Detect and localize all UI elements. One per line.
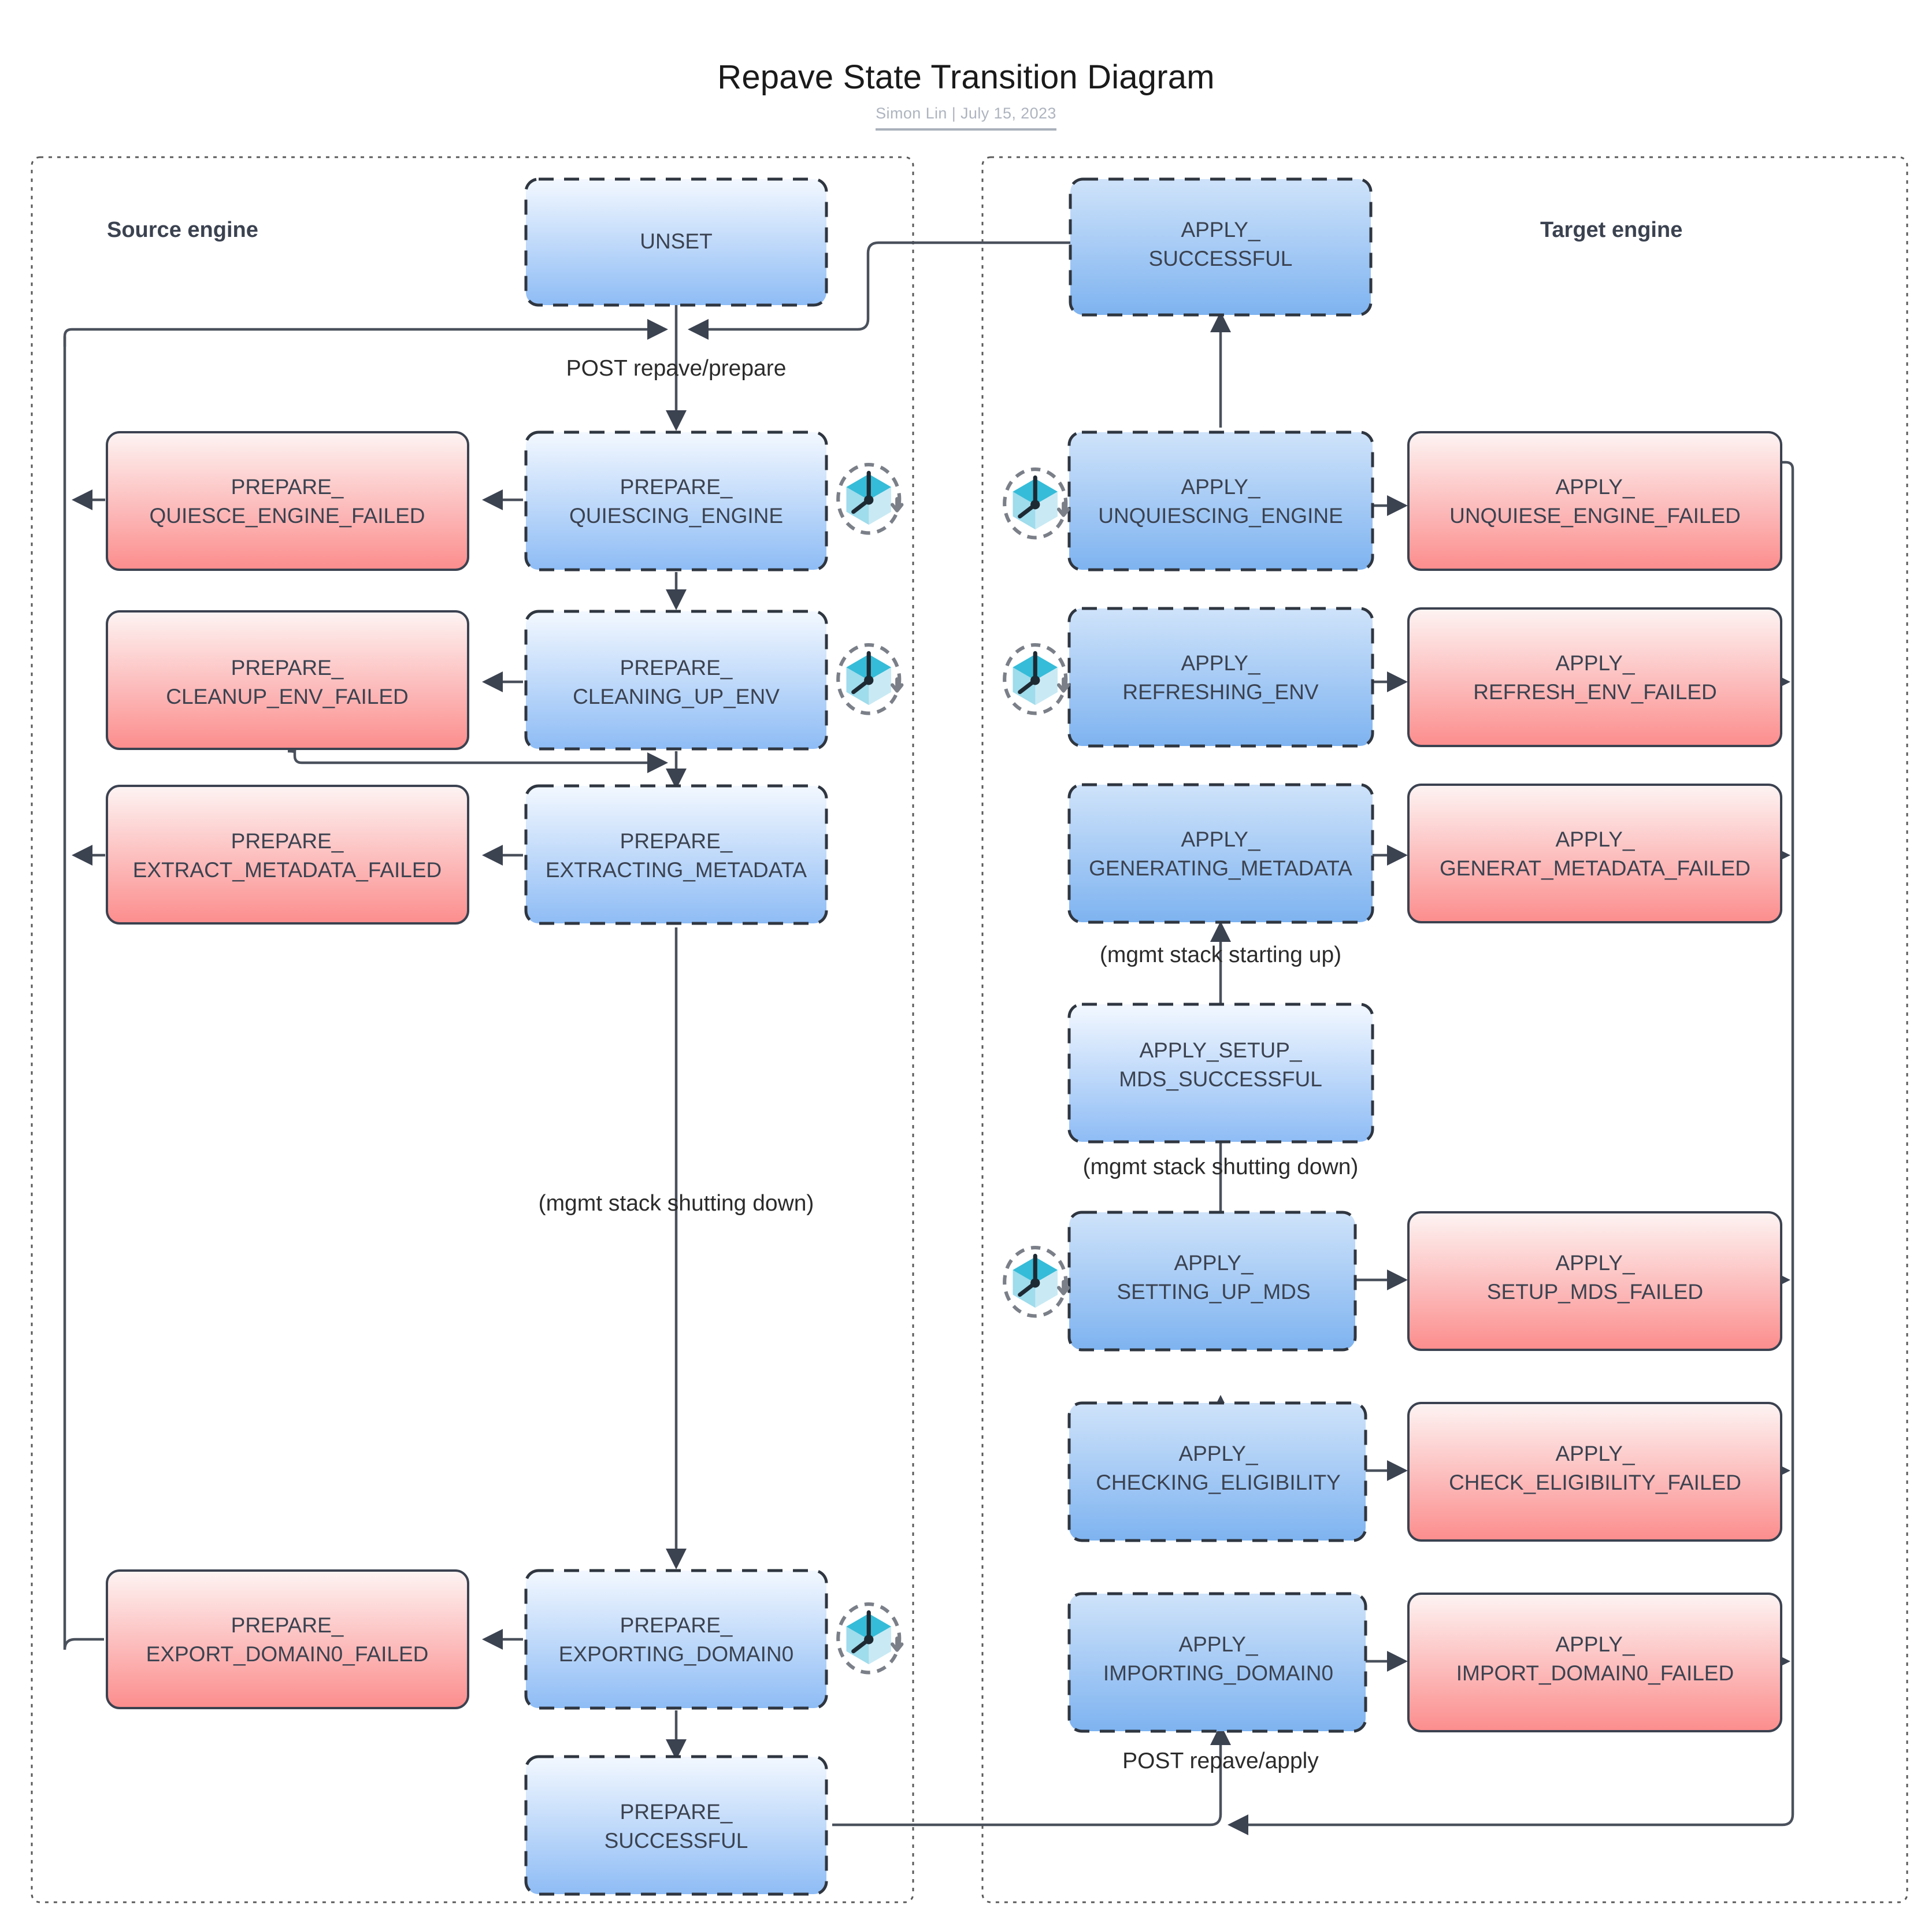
node-apply-importing-domain0-label-2: IMPORTING_DOMAIN0 (1103, 1661, 1333, 1685)
node-apply-setup-mds-failed[interactable]: APPLY_ SETUP_MDS_FAILED (1407, 1211, 1782, 1351)
lane-label-target: Target engine (1540, 218, 1682, 242)
node-apply-generating-metadata[interactable]: APPLY_ GENERATING_METADATA (1067, 783, 1374, 924)
timer-icon-prepare-quiescing-engine (836, 463, 904, 535)
timer-icon-apply-unquiescing-engine (1003, 467, 1070, 540)
lane-source (31, 156, 914, 1903)
node-prepare-quiesce-engine-failed-label-1: PREPARE_ (231, 475, 344, 499)
node-apply-setup-mds-failed-label-1: APPLY_ (1555, 1251, 1635, 1275)
edge-prepare-successful-to-importing (832, 1724, 1231, 1827)
edge-label-mgmt-shutting-down-target: (mgmt stack shutting down) (1083, 1155, 1359, 1179)
node-apply-refresh-env-failed-label-2: REFRESH_ENV_FAILED (1473, 680, 1717, 704)
edge-label-post-repave-apply: POST repave/apply (1122, 1749, 1319, 1773)
node-apply-refresh-env-failed-label-1: APPLY_ (1555, 651, 1635, 675)
node-apply-generating-metadata-label-1: APPLY_ (1181, 827, 1260, 851)
node-apply-setup-mds-successful-label-2: MDS_SUCCESSFUL (1119, 1067, 1322, 1091)
node-prepare-exporting-domain0-label-1: PREPARE_ (620, 1613, 733, 1637)
timer-icon-prepare-cleaning-up-env (836, 643, 904, 715)
node-apply-setting-up-mds[interactable]: APPLY_ SETTING_UP_MDS (1067, 1211, 1357, 1352)
edge-left-bus-to-junction (63, 319, 668, 347)
node-unset[interactable]: UNSET (524, 177, 828, 307)
node-apply-setup-mds-successful-label-1: APPLY_SETUP_ (1139, 1038, 1301, 1062)
node-unset-label: UNSET (640, 229, 712, 253)
node-prepare-cleanup-env-failed[interactable]: PREPARE_ CLEANUP_ENV_FAILED (106, 610, 469, 750)
edge-cleanup-failed-elbow (293, 752, 668, 773)
lane-label-source: Source engine (107, 218, 258, 242)
node-apply-refreshing-env[interactable]: APPLY_ REFRESHING_ENV (1067, 607, 1374, 748)
node-apply-unquiese-engine-failed-label-2: UNQUIESE_ENGINE_FAILED (1449, 504, 1741, 528)
node-apply-refreshing-env-label-2: REFRESHING_ENV (1122, 680, 1319, 704)
node-apply-check-eligibility-failed-label-1: APPLY_ (1555, 1442, 1635, 1465)
node-prepare-exporting-domain0[interactable]: PREPARE_ EXPORTING_DOMAIN0 (524, 1569, 828, 1710)
node-prepare-cleaning-up-env[interactable]: PREPARE_ CLEANING_UP_ENV (524, 610, 828, 751)
node-prepare-exporting-domain0-label-2: EXPORTING_DOMAIN0 (559, 1642, 793, 1666)
node-apply-check-eligibility-failed-label-2: CHECK_ELIGIBILITY_FAILED (1449, 1471, 1741, 1494)
node-prepare-quiesce-engine-failed[interactable]: PREPARE_ QUIESCE_ENGINE_FAILED (106, 431, 469, 571)
timer-icon-prepare-exporting-domain0 (836, 1602, 904, 1675)
node-apply-checking-eligibility[interactable]: APPLY_ CHECKING_ELIGIBILITY (1067, 1401, 1367, 1542)
node-apply-successful[interactable]: APPLY_ SUCCESSFUL (1069, 177, 1373, 317)
node-prepare-successful[interactable]: PREPARE_ SUCCESSFUL (524, 1755, 828, 1896)
node-apply-unquiescing-engine-label-1: APPLY_ (1181, 475, 1260, 499)
node-apply-setup-mds-failed-label-2: SETUP_MDS_FAILED (1487, 1280, 1703, 1304)
node-apply-successful-label-1: APPLY_ (1181, 218, 1260, 242)
title-block: Repave State Transition Diagram Simon Li… (0, 58, 1932, 131)
node-prepare-quiescing-engine-label-1: PREPARE_ (620, 475, 733, 499)
node-prepare-cleaning-up-env-label-2: CLEANING_UP_ENV (573, 685, 780, 708)
byline: Simon Lin | July 15, 2023 (876, 105, 1056, 122)
node-prepare-cleanup-env-failed-label-2: CLEANUP_ENV_FAILED (166, 685, 409, 708)
edge-layer (63, 241, 1794, 1835)
node-prepare-extracting-metadata[interactable]: PREPARE_ EXTRACTING_METADATA (524, 784, 828, 925)
node-prepare-successful-label-1: PREPARE_ (620, 1800, 733, 1824)
node-prepare-export-domain0-failed-label-1: PREPARE_ (231, 1613, 344, 1637)
node-prepare-extract-metadata-failed[interactable]: PREPARE_ EXTRACT_METADATA_FAILED (106, 785, 469, 925)
node-apply-check-eligibility-failed[interactable]: APPLY_ CHECK_ELIGIBILITY_FAILED (1407, 1402, 1782, 1542)
node-apply-checking-eligibility-label-2: CHECKING_ELIGIBILITY (1096, 1471, 1341, 1494)
edge-target-failure-bus (1228, 461, 1794, 1835)
node-apply-generat-metadata-failed[interactable]: APPLY_ GENERAT_METADATA_FAILED (1407, 784, 1782, 923)
node-apply-checking-eligibility-label-1: APPLY_ (1178, 1442, 1258, 1465)
node-prepare-quiescing-engine[interactable]: PREPARE_ QUIESCING_ENGINE (524, 430, 828, 571)
node-prepare-extract-metadata-failed-label-1: PREPARE_ (231, 829, 344, 853)
node-prepare-extract-metadata-failed-label-2: EXTRACT_METADATA_FAILED (133, 858, 442, 882)
edge-source-failure-bus (63, 336, 104, 1650)
node-apply-setting-up-mds-label-1: APPLY_ (1174, 1251, 1254, 1275)
node-apply-generating-metadata-label-2: GENERATING_METADATA (1089, 856, 1352, 880)
edge-label-post-repave-prepare: POST repave/prepare (566, 356, 787, 381)
node-apply-import-domain0-failed[interactable]: APPLY_ IMPORT_DOMAIN0_FAILED (1407, 1593, 1782, 1732)
node-apply-generat-metadata-failed-label-1: APPLY_ (1555, 827, 1635, 851)
node-apply-import-domain0-failed-label-1: APPLY_ (1555, 1632, 1635, 1656)
node-prepare-cleaning-up-env-label-1: PREPARE_ (620, 656, 733, 680)
node-prepare-quiescing-engine-label-2: QUIESCING_ENGINE (569, 504, 783, 528)
node-prepare-extracting-metadata-label-1: PREPARE_ (620, 829, 733, 853)
node-apply-setup-mds-successful[interactable]: APPLY_SETUP_ MDS_SUCCESSFUL (1067, 1003, 1374, 1144)
node-apply-successful-label-2: SUCCESSFUL (1149, 247, 1293, 270)
page-title: Repave State Transition Diagram (717, 58, 1215, 96)
node-apply-importing-domain0[interactable]: APPLY_ IMPORTING_DOMAIN0 (1067, 1592, 1367, 1733)
node-apply-refreshing-env-label-1: APPLY_ (1181, 651, 1260, 675)
node-apply-unquiese-engine-failed-label-1: APPLY_ (1555, 475, 1635, 499)
node-prepare-cleanup-env-failed-label-1: PREPARE_ (231, 656, 344, 680)
node-apply-unquiescing-engine[interactable]: APPLY_ UNQUIESCING_ENGINE (1067, 430, 1374, 571)
node-apply-generat-metadata-failed-label-2: GENERAT_METADATA_FAILED (1440, 856, 1751, 880)
node-apply-refresh-env-failed[interactable]: APPLY_ REFRESH_ENV_FAILED (1407, 607, 1782, 747)
node-prepare-quiesce-engine-failed-label-2: QUIESCE_ENGINE_FAILED (149, 504, 425, 528)
node-prepare-export-domain0-failed-label-2: EXPORT_DOMAIN0_FAILED (146, 1642, 429, 1666)
edge-label-mgmt-shutting-down-source: (mgmt stack shutting down) (539, 1191, 814, 1216)
lane-target (981, 156, 1908, 1903)
node-apply-import-domain0-failed-label-2: IMPORT_DOMAIN0_FAILED (1456, 1661, 1734, 1685)
byline-wrapper: Simon Lin | July 15, 2023 (876, 105, 1056, 131)
node-prepare-export-domain0-failed[interactable]: PREPARE_ EXPORT_DOMAIN0_FAILED (106, 1569, 469, 1709)
edge-label-mgmt-starting-up-target: (mgmt stack starting up) (1100, 942, 1341, 967)
timer-icon-apply-setting-up-mds (1003, 1246, 1070, 1318)
node-apply-unquiese-engine-failed[interactable]: APPLY_ UNQUIESE_ENGINE_FAILED (1407, 431, 1782, 571)
edge-apply-successful-to-unset-junction (688, 241, 1075, 340)
node-apply-setting-up-mds-label-2: SETTING_UP_MDS (1117, 1280, 1310, 1304)
node-prepare-successful-label-2: SUCCESSFUL (605, 1829, 748, 1853)
node-apply-unquiescing-engine-label-2: UNQUIESCING_ENGINE (1098, 504, 1343, 528)
node-prepare-extracting-metadata-label-2: EXTRACTING_METADATA (546, 858, 807, 882)
node-apply-importing-domain0-label-1: APPLY_ (1178, 1632, 1258, 1656)
timer-icon-apply-refreshing-env (1003, 643, 1070, 715)
